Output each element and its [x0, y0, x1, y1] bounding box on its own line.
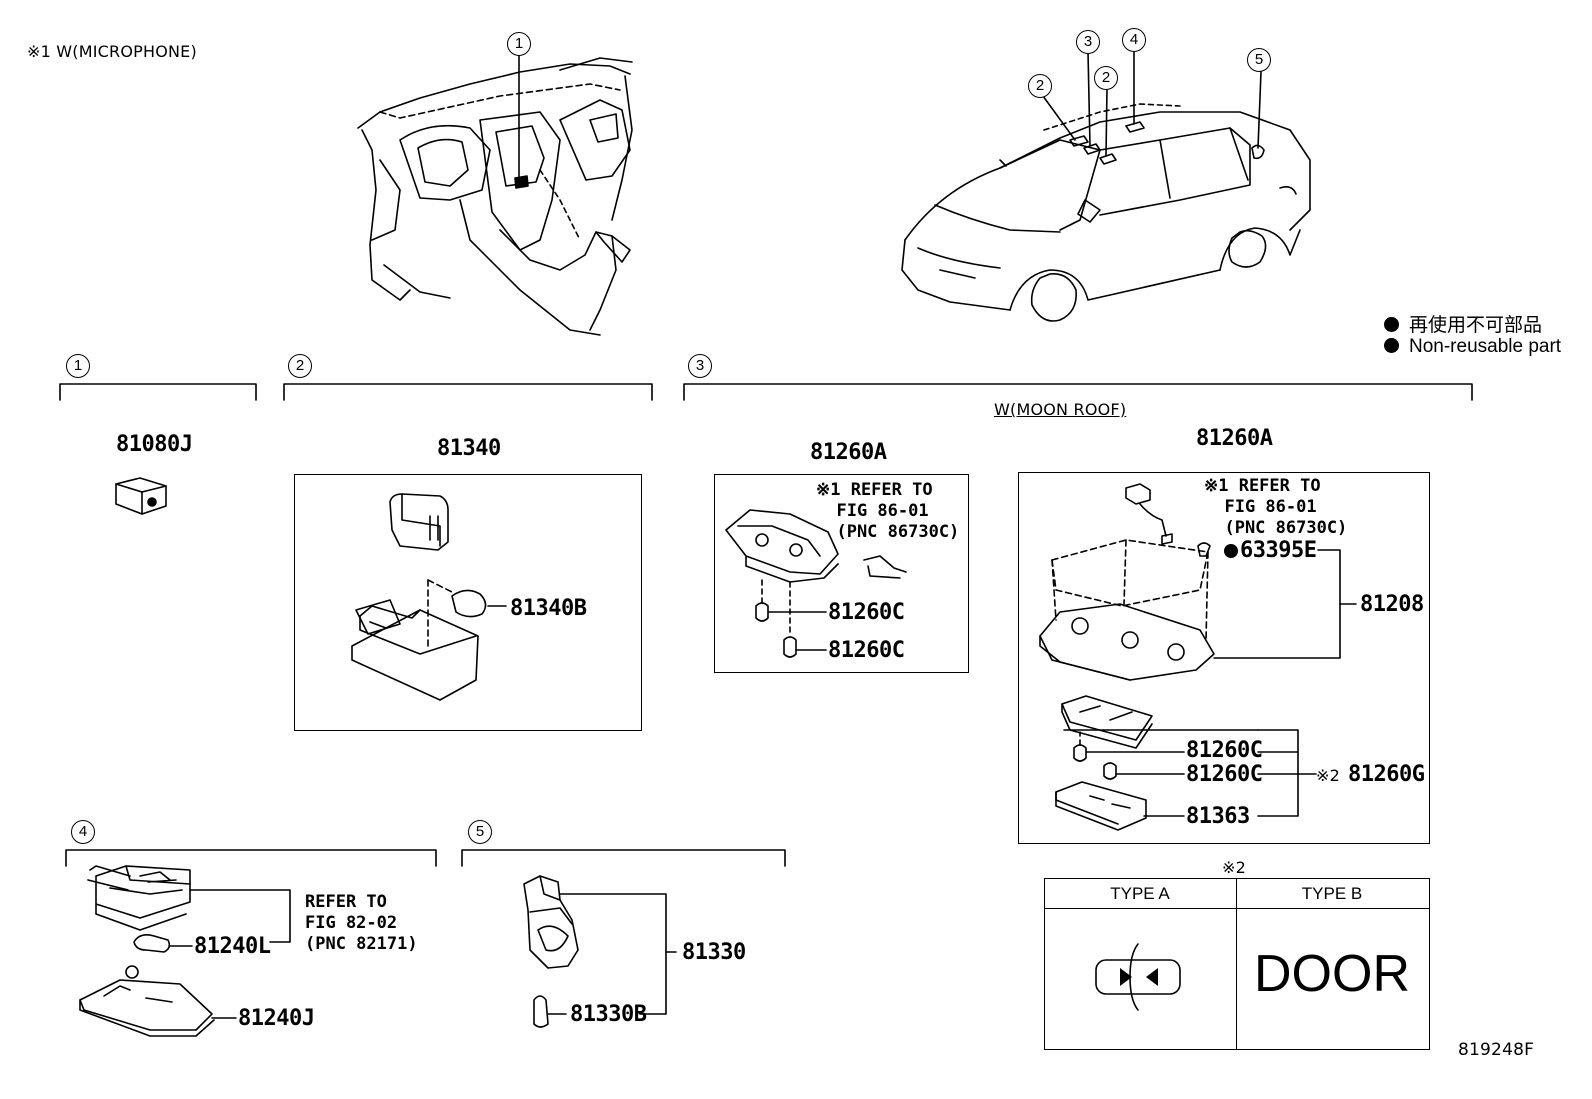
section-2-number: 2 [288, 354, 312, 378]
part-number-81240j[interactable]: 81240J [238, 1006, 315, 1031]
section-5-number: 5 [468, 820, 492, 844]
part-number-81363[interactable]: 81363 [1186, 804, 1250, 829]
legend-japanese-text: 再使用不可部品 [1409, 315, 1543, 336]
type-a-arrow-left-icon [1120, 968, 1132, 986]
part-number-63395e[interactable]: 63395E [1224, 538, 1317, 563]
microphone-note: ※1 W(MICROPHONE) [27, 42, 197, 61]
part-number-81260g[interactable]: 81260G [1348, 762, 1425, 787]
part-81080j-drawing [115, 477, 167, 515]
part-number-81340[interactable]: 81340 [437, 436, 501, 461]
part-81240-drawing [79, 865, 291, 1037]
callout-leaders [518, 51, 1262, 179]
callout-2-roof-rear: 2 [1094, 66, 1118, 90]
section-3-right-frame [1018, 472, 1430, 844]
non-reusable-dot-icon [1224, 544, 1238, 558]
assy-marker-2: ※2 [1316, 766, 1340, 785]
callout-5-rear: 5 [1247, 48, 1271, 72]
type-b-door-label: DOOR [1254, 945, 1410, 1003]
type-b-header: TYPE B [1301, 884, 1363, 903]
callout-3-roof: 3 [1076, 30, 1100, 54]
part-number-81080j[interactable]: 81080J [116, 432, 193, 457]
sedan-illustration [901, 103, 1311, 322]
part-number-81330b[interactable]: 81330B [570, 1002, 647, 1027]
type-table-column-divider [1236, 878, 1237, 1050]
callout-1-dashboard: 1 [507, 32, 531, 56]
part-number-81260a-right[interactable]: 81260A [1196, 426, 1273, 451]
dashboard-illustration [357, 57, 633, 336]
non-reusable-dot-icon [1384, 317, 1399, 332]
figure-id: 819248F [1458, 1040, 1535, 1060]
part-number-81240l[interactable]: 81240L [194, 934, 271, 959]
section-1-number: 1 [66, 354, 90, 378]
moonroof-label: W(MOON ROOF) [994, 400, 1127, 419]
legend-english: Non-reusable part [1384, 336, 1561, 358]
part-number-81260c-left-1[interactable]: 81260C [828, 600, 905, 625]
refer-fig-82-02[interactable]: REFER TO FIG 82-02 (PNC 82171) [305, 892, 418, 954]
callout-4-roof: 4 [1122, 28, 1146, 52]
type-a-header: TYPE A [1110, 884, 1170, 903]
type-table [1044, 878, 1430, 1050]
type-a-arrow-right-icon [1146, 968, 1158, 986]
part-number-63395e-text: 63395E [1240, 538, 1317, 563]
section-3-number: 3 [688, 354, 712, 378]
refer-fig-86-01-right[interactable]: ※1 REFER TO FIG 86-01 (PNC 86730C) [1204, 476, 1348, 538]
part-number-81340b[interactable]: 81340B [510, 596, 587, 621]
section-3-left-frame [714, 474, 969, 673]
part-number-81260c-right-2[interactable]: 81260C [1186, 762, 1263, 787]
part-number-81260c-right-1[interactable]: 81260C [1186, 738, 1263, 763]
section-2-frame [294, 474, 642, 731]
part-number-81260c-left-2[interactable]: 81260C [828, 638, 905, 663]
part-number-81208[interactable]: 81208 [1360, 592, 1424, 617]
legend-japanese: 再使用不可部品 [1384, 310, 1542, 337]
part-number-81330[interactable]: 81330 [682, 940, 746, 965]
part-number-81260a-left[interactable]: 81260A [810, 440, 887, 465]
part-81260a-left-drawing [725, 509, 907, 658]
type-table-marker: ※2 [1222, 858, 1246, 877]
part-81340-drawing [351, 493, 507, 701]
section-brackets [59, 383, 1473, 867]
type-table-header-divider [1044, 908, 1430, 909]
refer-fig-86-01-left[interactable]: ※1 REFER TO FIG 86-01 (PNC 86730C) [816, 480, 960, 542]
non-reusable-dot-icon [1384, 338, 1399, 353]
callout-2-roof-front: 2 [1028, 74, 1052, 98]
part-81330-drawing [523, 875, 677, 1028]
part-81260a-right-drawing [1039, 483, 1357, 831]
section-4-number: 4 [71, 820, 95, 844]
legend-english-text: Non-reusable part [1409, 336, 1562, 357]
